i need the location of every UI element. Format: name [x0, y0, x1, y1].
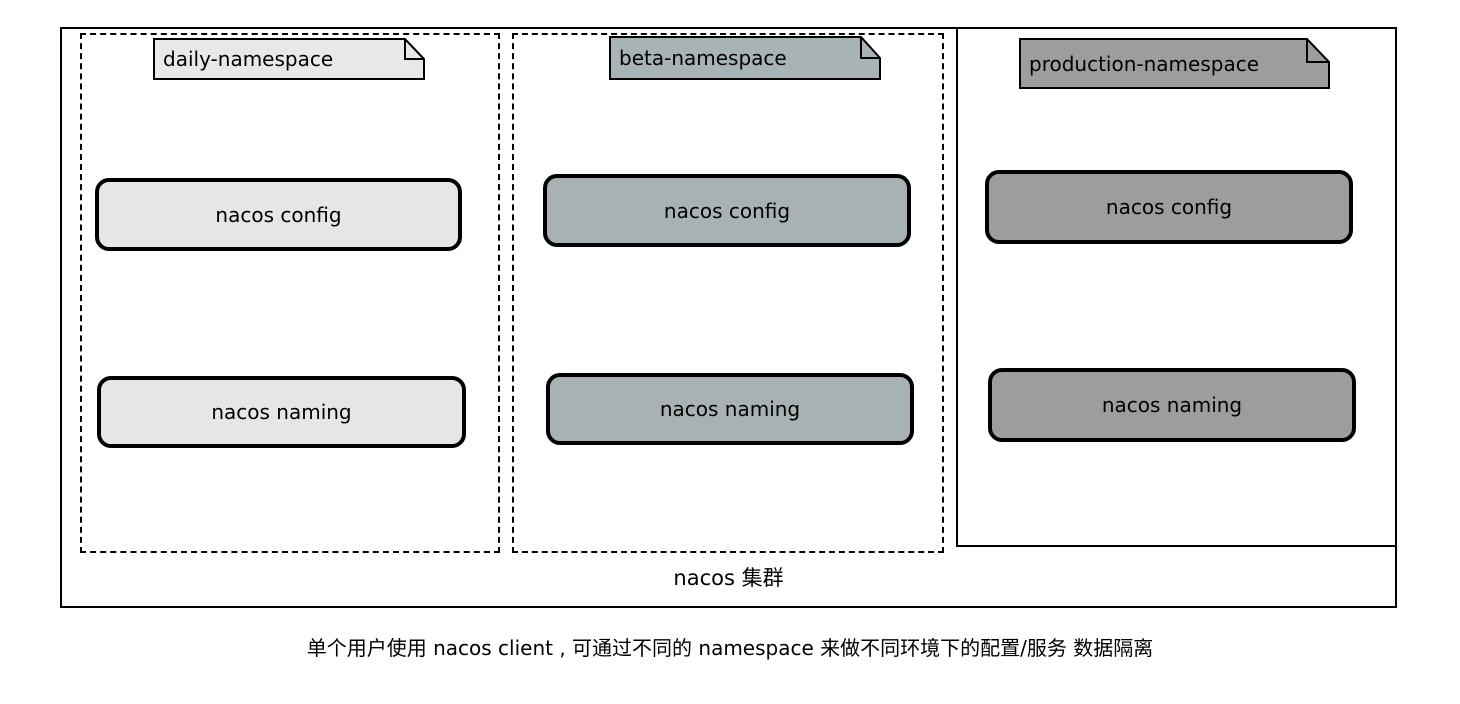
- component-box-daily-naming: nacos naming: [97, 376, 466, 448]
- namespace-note-beta: beta-namespace: [609, 36, 881, 80]
- diagram-caption: 单个用户使用 nacos client , 可通过不同的 namespace 来…: [306, 636, 1154, 660]
- namespace-container-beta: [512, 33, 944, 553]
- namespace-note-label-beta: beta-namespace: [619, 46, 787, 70]
- namespace-note-daily: daily-namespace: [153, 38, 425, 80]
- note-shape-icon: [153, 38, 425, 80]
- component-box-daily-config: nacos config: [95, 178, 462, 251]
- namespace-container-production: [956, 27, 1397, 547]
- component-label: nacos naming: [659, 397, 801, 421]
- component-label: nacos naming: [211, 400, 352, 424]
- component-box-beta-config: nacos config: [543, 174, 911, 247]
- namespace-note-production: production-namespace: [1019, 38, 1330, 89]
- namespace-note-label-production: production-namespace: [1029, 51, 1259, 76]
- component-box-production-naming: nacos naming: [988, 368, 1356, 442]
- component-box-beta-naming: nacos naming: [546, 373, 914, 445]
- component-label: nacos config: [1105, 195, 1233, 219]
- note-shape-icon: [609, 36, 881, 80]
- component-label: nacos naming: [1101, 393, 1243, 417]
- namespace-container-daily: [80, 33, 500, 553]
- component-box-production-config: nacos config: [985, 170, 1353, 244]
- note-shape-icon: [1019, 38, 1330, 89]
- namespace-note-label-daily: daily-namespace: [163, 47, 334, 71]
- nacos-cluster-frame: nacos 集群: [60, 27, 1397, 608]
- component-label: nacos config: [215, 202, 342, 227]
- component-label: nacos config: [663, 198, 791, 223]
- cluster-label: nacos 集群: [673, 566, 784, 590]
